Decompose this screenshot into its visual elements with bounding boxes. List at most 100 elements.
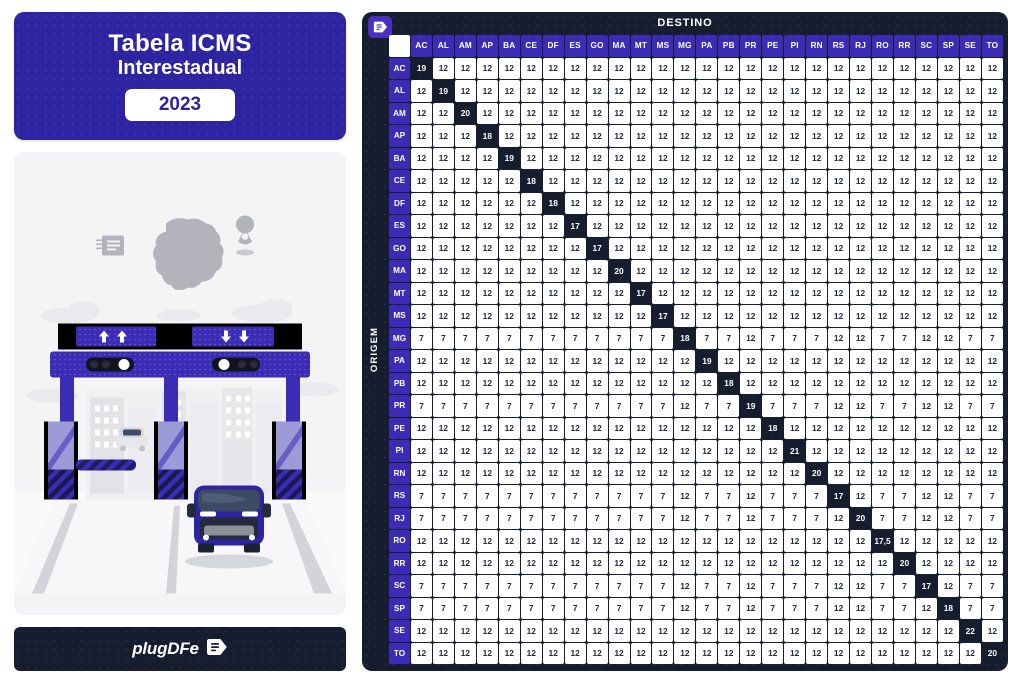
rate-cell-mg-rs: 12 <box>828 327 850 349</box>
rate-cell-al-ro: 12 <box>872 80 893 102</box>
rate-cell-ms-mt: 12 <box>630 305 652 327</box>
column-header-pe: PE <box>762 35 784 57</box>
rate-cell-rr-rj: 12 <box>850 552 872 574</box>
rate-cell-pa-pi: 12 <box>784 350 806 372</box>
rate-cell-mt-es: 12 <box>564 282 586 304</box>
rate-cell-ma-se: 12 <box>959 260 981 282</box>
rate-cell-pi-pi: 21 <box>784 440 806 462</box>
rate-cell-am-sc: 12 <box>915 102 937 124</box>
rate-cell-es-mg: 12 <box>674 215 696 237</box>
rate-cell-ac-se: 12 <box>959 57 981 79</box>
rate-cell-ce-rr: 12 <box>893 170 915 192</box>
rate-cell-go-ms: 12 <box>652 237 674 259</box>
rate-cell-se-pi: 12 <box>784 620 806 642</box>
rate-cell-sc-ce: 7 <box>520 575 542 597</box>
rate-cell-rn-ce: 12 <box>520 462 542 484</box>
rate-cell-go-sc: 12 <box>915 237 937 259</box>
rate-cell-go-se: 12 <box>959 237 981 259</box>
rate-cell-mt-am: 12 <box>454 282 476 304</box>
rate-cell-ma-df: 12 <box>542 260 564 282</box>
rate-cell-to-sp: 12 <box>937 642 959 664</box>
rate-cell-to-ap: 12 <box>476 642 498 664</box>
rate-cell-ba-mt: 12 <box>630 147 652 169</box>
rate-cell-mt-go: 12 <box>586 282 608 304</box>
rate-cell-ce-go: 12 <box>586 170 608 192</box>
rate-cell-es-sp: 12 <box>937 215 959 237</box>
rate-cell-rs-rr: 7 <box>893 485 915 507</box>
rate-cell-sc-pi: 7 <box>784 575 806 597</box>
rate-cell-rr-pa: 12 <box>696 552 718 574</box>
rate-cell-pb-pb: 18 <box>718 372 740 394</box>
rate-cell-sc-to: 7 <box>981 575 1003 597</box>
rate-cell-ac-sc: 12 <box>915 57 937 79</box>
toll-plaza-illustration <box>14 152 346 615</box>
rate-cell-rs-mt: 7 <box>630 485 652 507</box>
rate-cell-go-am: 12 <box>454 237 476 259</box>
rate-cell-mg-am: 7 <box>454 327 476 349</box>
rate-cell-pa-am: 12 <box>454 350 476 372</box>
rate-cell-rr-es: 12 <box>564 552 586 574</box>
rate-cell-pe-ac: 12 <box>411 417 432 439</box>
rate-cell-es-to: 12 <box>981 215 1003 237</box>
rate-cell-sc-pa: 7 <box>696 575 718 597</box>
rate-cell-to-ac: 12 <box>411 642 432 664</box>
rate-cell-pb-ms: 12 <box>652 372 674 394</box>
rate-cell-sp-go: 7 <box>586 597 608 619</box>
rate-cell-ma-rs: 12 <box>828 260 850 282</box>
rate-cell-sp-sc: 12 <box>915 597 937 619</box>
rate-cell-es-ce: 12 <box>520 215 542 237</box>
row-header-mg: MG <box>389 327 410 349</box>
rate-cell-sc-al: 7 <box>432 575 454 597</box>
rate-cell-pe-df: 12 <box>542 417 564 439</box>
rate-cell-mt-sp: 12 <box>937 282 959 304</box>
rate-cell-ce-ms: 12 <box>652 170 674 192</box>
rate-cell-ce-al: 12 <box>432 170 454 192</box>
rate-cell-es-al: 12 <box>432 215 454 237</box>
rate-cell-ac-pb: 12 <box>718 57 740 79</box>
rate-cell-ac-go: 12 <box>586 57 608 79</box>
rate-cell-df-rr: 12 <box>893 192 915 214</box>
rate-cell-es-ba: 12 <box>498 215 520 237</box>
column-header-ma: MA <box>608 35 630 57</box>
rate-cell-am-mt: 12 <box>630 102 652 124</box>
column-header-mg: MG <box>674 35 696 57</box>
rate-cell-mt-sc: 12 <box>915 282 937 304</box>
column-header-mt: MT <box>630 35 652 57</box>
rate-cell-to-am: 12 <box>454 642 476 664</box>
rate-cell-ro-ce: 12 <box>520 530 542 552</box>
rate-cell-se-se: 22 <box>959 620 981 642</box>
rate-cell-ms-ba: 12 <box>498 305 520 327</box>
rate-cell-se-pr: 12 <box>740 620 762 642</box>
rate-cell-pi-rs: 12 <box>828 440 850 462</box>
rate-cell-sp-ap: 7 <box>476 597 498 619</box>
rate-cell-se-ms: 12 <box>652 620 674 642</box>
rate-cell-rj-df: 7 <box>542 507 564 529</box>
rate-cell-sp-pa: 7 <box>696 597 718 619</box>
rate-cell-ac-rn: 12 <box>806 57 828 79</box>
rate-cell-mg-pr: 12 <box>740 327 762 349</box>
rate-cell-am-ro: 12 <box>872 102 893 124</box>
plugdfe-document-icon <box>206 638 228 661</box>
rate-cell-es-am: 12 <box>454 215 476 237</box>
rate-cell-go-rj: 12 <box>850 237 872 259</box>
rate-cell-pi-df: 12 <box>542 440 564 462</box>
rate-cell-sp-mg: 12 <box>674 597 696 619</box>
rate-cell-mt-ro: 12 <box>872 282 893 304</box>
rate-cell-rr-sp: 12 <box>937 552 959 574</box>
rate-cell-se-rr: 12 <box>893 620 915 642</box>
rate-cell-go-pe: 12 <box>762 237 784 259</box>
destino-label: DESTINO <box>657 17 713 29</box>
rate-cell-rn-ma: 12 <box>608 462 630 484</box>
rate-cell-go-ap: 12 <box>476 237 498 259</box>
rate-cell-sc-mt: 7 <box>630 575 652 597</box>
rate-cell-ap-am: 12 <box>454 125 476 147</box>
rate-cell-pi-es: 12 <box>564 440 586 462</box>
rate-cell-ba-ma: 12 <box>608 147 630 169</box>
rate-cell-se-ro: 12 <box>872 620 893 642</box>
